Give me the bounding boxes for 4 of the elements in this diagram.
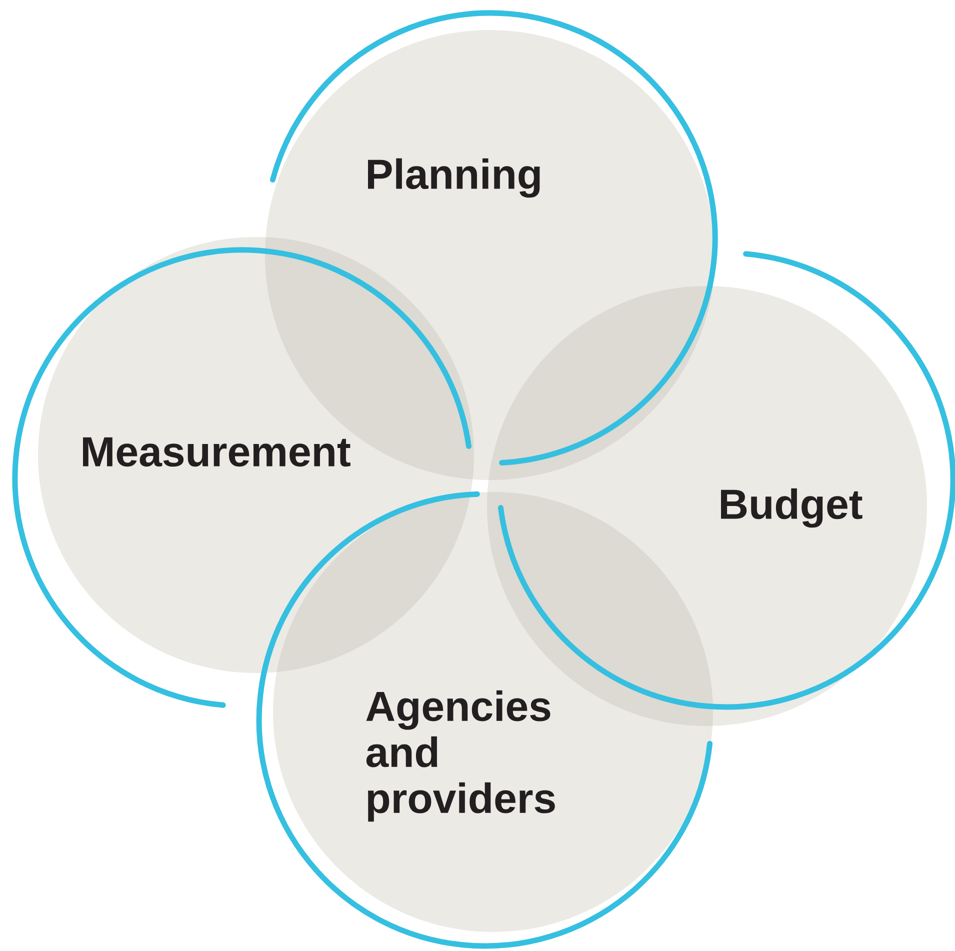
circle-label: Measurement — [83, 437, 350, 467]
circle-label: Agencies and providers — [366, 690, 555, 822]
circle-label: Budget — [721, 488, 862, 528]
circle-label: Planning — [368, 158, 540, 198]
